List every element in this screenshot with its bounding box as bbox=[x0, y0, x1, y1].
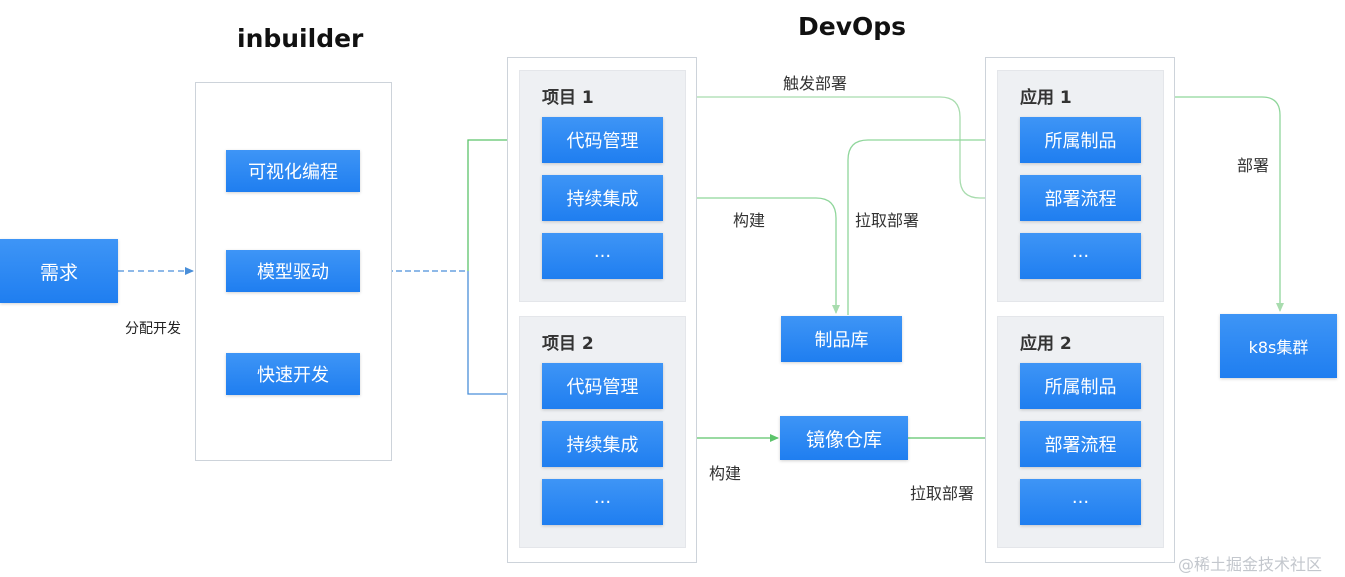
devops-title: DevOps bbox=[798, 12, 907, 41]
arrow-pull-to-app1 bbox=[847, 136, 1017, 315]
app-1-more[interactable]: ··· bbox=[1020, 233, 1141, 279]
project-1-label: 项目 1 bbox=[542, 88, 594, 108]
project-1-continuous-integration[interactable]: 持续集成 bbox=[542, 175, 663, 221]
visual-programming-box[interactable]: 可视化编程 bbox=[226, 150, 360, 192]
inbuilder-title: inbuilder bbox=[237, 24, 364, 53]
app-2-artifacts[interactable]: 所属制品 bbox=[1020, 363, 1141, 409]
app-1-deploy-flow[interactable]: 部署流程 bbox=[1020, 175, 1141, 221]
app-1-artifacts[interactable]: 所属制品 bbox=[1020, 117, 1141, 163]
artifact-repository-box[interactable]: 制品库 bbox=[781, 316, 902, 362]
edge-label-deploy: 部署 bbox=[1237, 156, 1270, 175]
assign-dev-label: 分配开发 bbox=[125, 321, 181, 337]
edge-label-trigger-deploy: 触发部署 bbox=[783, 74, 848, 93]
k8s-cluster-box[interactable]: k8s集群 bbox=[1220, 314, 1337, 378]
rapid-development-box[interactable]: 快速开发 bbox=[226, 353, 360, 395]
app-2-more[interactable]: ··· bbox=[1020, 479, 1141, 525]
arrow-trigger-deploy bbox=[686, 96, 1017, 202]
project-2-more[interactable]: ··· bbox=[542, 479, 663, 525]
model-driven-box[interactable]: 模型驱动 bbox=[226, 250, 360, 292]
edge-label-build-2: 构建 bbox=[709, 464, 742, 483]
watermark-text: @稀土掘金技术社区 bbox=[1178, 555, 1323, 574]
app-2-label: 应用 2 bbox=[1020, 334, 1072, 354]
arrow-build-to-artifact bbox=[664, 197, 840, 314]
edge-label-pull-deploy-1: 拉取部署 bbox=[855, 211, 920, 230]
project-1-more[interactable]: ··· bbox=[542, 233, 663, 279]
app-2-deploy-flow[interactable]: 部署流程 bbox=[1020, 421, 1141, 467]
app-1-label: 应用 1 bbox=[1020, 88, 1072, 108]
project-2-code-management[interactable]: 代码管理 bbox=[542, 363, 663, 409]
edge-label-build-1: 构建 bbox=[733, 211, 766, 230]
project-2-continuous-integration[interactable]: 持续集成 bbox=[542, 421, 663, 467]
image-repository-box[interactable]: 镜像仓库 bbox=[780, 416, 908, 460]
arrow-deploy-to-k8s bbox=[1164, 96, 1284, 312]
project-2-label: 项目 2 bbox=[542, 334, 594, 354]
demand-box[interactable]: 需求 bbox=[0, 239, 118, 303]
edge-label-pull-deploy-2: 拉取部署 bbox=[910, 484, 975, 503]
project-1-code-management[interactable]: 代码管理 bbox=[542, 117, 663, 163]
